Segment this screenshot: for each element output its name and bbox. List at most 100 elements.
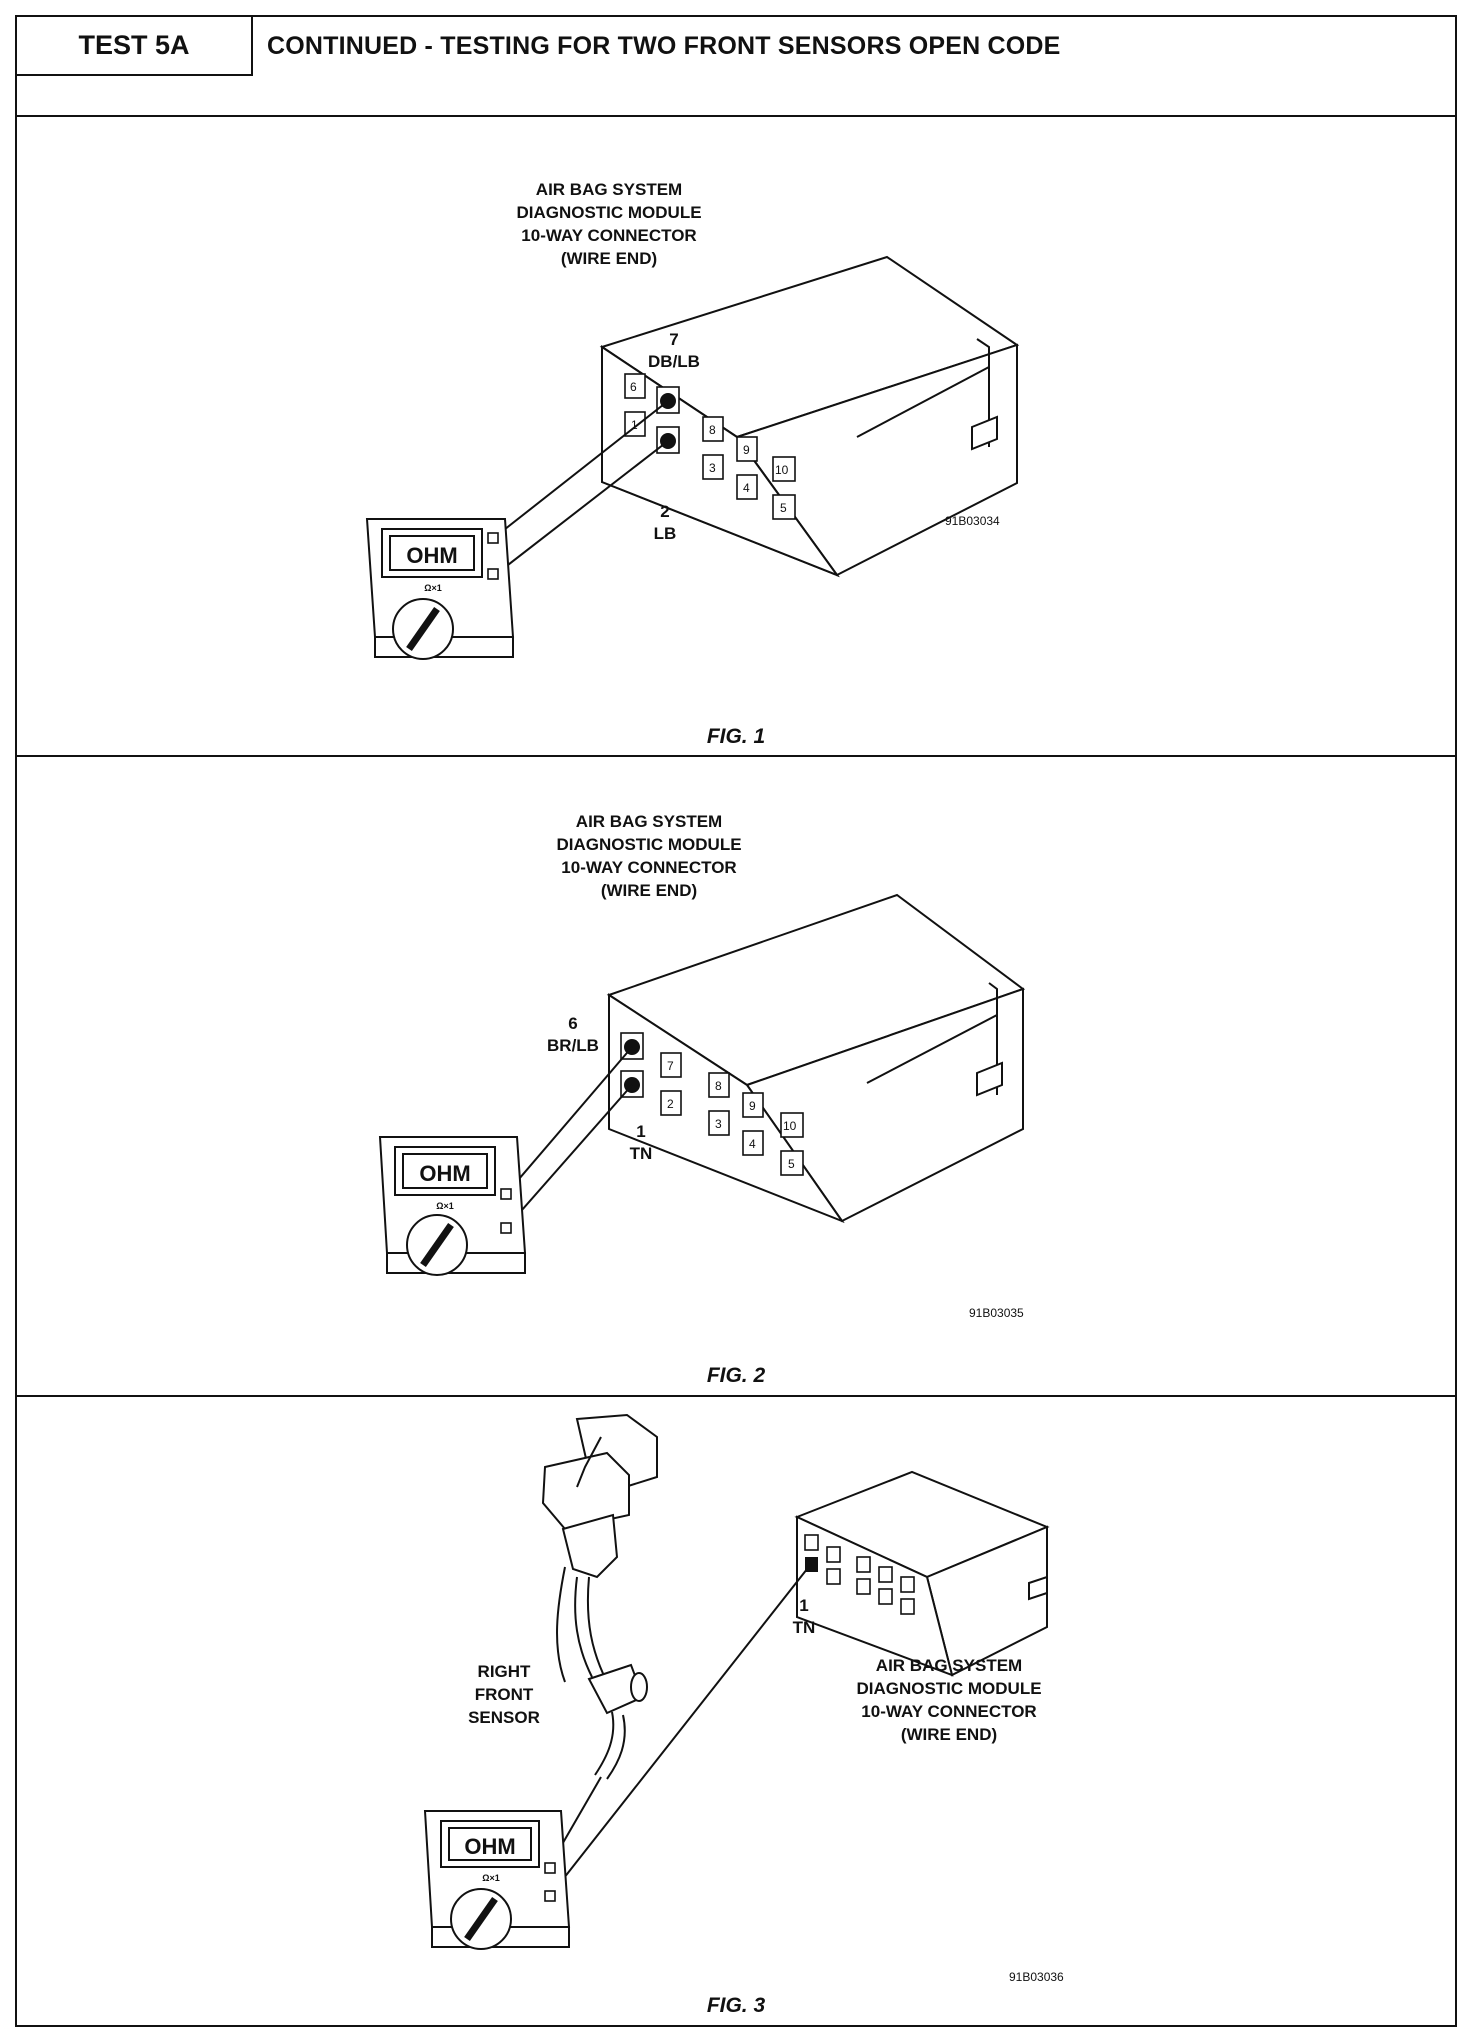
svg-text:10: 10 xyxy=(775,463,789,477)
right-front-sensor xyxy=(541,1413,658,1780)
figure-caption: FIG. 3 xyxy=(707,1994,766,2017)
svg-text:7: 7 xyxy=(667,1059,674,1073)
pin-cavity-9 xyxy=(742,1092,764,1118)
pin-b-number: 2 xyxy=(660,502,669,521)
connector-label-line-2: DIAGNOSTIC MODULE xyxy=(556,835,741,854)
meter-jack-1 xyxy=(544,1862,556,1874)
test-lead-b xyxy=(494,440,669,576)
figure-3-panel: RIGHT FRONT SENSOR 1 TN xyxy=(17,1397,1455,2027)
sensor-label-line-3: SENSOR xyxy=(468,1708,540,1727)
pin-cavity-10 xyxy=(772,456,796,482)
connector-label-line-3: 10-WAY CONNECTOR xyxy=(861,1702,1036,1721)
connector-label-line-1: AIR BAG SYSTEM xyxy=(576,812,722,831)
svg-text:8: 8 xyxy=(715,1079,722,1093)
latch-tab xyxy=(971,415,998,451)
pin-cavity-4 xyxy=(878,1588,893,1605)
pin-cavity-3 xyxy=(856,1578,871,1595)
pin-b-number: 1 xyxy=(799,1596,808,1615)
connector-label-line-2: DIAGNOSTIC MODULE xyxy=(516,203,701,222)
svg-text:9: 9 xyxy=(743,443,750,457)
test-lead-b xyxy=(506,1084,633,1228)
ohmmeter: OHM Ω×1 xyxy=(378,1136,527,1276)
header-row: TEST 5A CONTINUED - TESTING FOR TWO FRON… xyxy=(17,17,1455,117)
meter-range-label: Ω×1 xyxy=(436,1201,453,1211)
meter-range-label: Ω×1 xyxy=(482,1873,499,1883)
pin-cavity-2 xyxy=(660,1090,682,1116)
pin-a-color: DB/LB xyxy=(648,352,700,371)
connector-label-line-2: DIAGNOSTIC MODULE xyxy=(856,1679,1041,1698)
pin-cavity-3 xyxy=(702,454,724,480)
pin-cavity-8 xyxy=(708,1072,730,1098)
latch-tab xyxy=(1028,1575,1048,1601)
svg-text:3: 3 xyxy=(709,461,716,475)
svg-text:10: 10 xyxy=(783,1119,797,1133)
connector-label-line-3: 10-WAY CONNECTOR xyxy=(521,226,696,245)
latch-tab xyxy=(976,1061,1003,1097)
pin-cavity-5 xyxy=(772,494,796,520)
page-title: CONTINUED - TESTING FOR TWO FRONT SENSOR… xyxy=(267,32,1061,60)
ohmmeter: OHM Ω×1 xyxy=(423,1810,571,1950)
ten-way-connector: 7 2 8 3 9 4 10 5 xyxy=(606,893,1026,1224)
pin-cavity-10 xyxy=(780,1112,804,1138)
pin-a-number: 7 xyxy=(669,330,678,349)
meter-jack-1 xyxy=(487,532,499,544)
pin-a-color: BR/LB xyxy=(547,1036,599,1055)
meter-display-text: OHM xyxy=(406,543,457,568)
pin-b-color: LB xyxy=(654,524,677,543)
illustration-code: 91B03034 xyxy=(945,514,1000,528)
pin-cavity-10 xyxy=(900,1576,915,1593)
svg-text:4: 4 xyxy=(743,481,750,495)
svg-text:6: 6 xyxy=(630,380,637,394)
ohmmeter: OHM Ω×1 xyxy=(365,518,515,660)
svg-text:4: 4 xyxy=(749,1137,756,1151)
meter-jack-1 xyxy=(500,1188,512,1200)
pin-cavity-2 xyxy=(826,1568,841,1585)
figure-caption: FIG. 2 xyxy=(707,1364,766,1387)
figure-1-illustration: AIR BAG SYSTEM DIAGNOSTIC MODULE 10-WAY … xyxy=(365,180,1020,748)
test-lead-b xyxy=(548,1563,812,1898)
pin-cavity-5 xyxy=(780,1150,804,1176)
pin-a-number: 6 xyxy=(568,1014,577,1033)
illustration-code: 91B03036 xyxy=(1009,1970,1064,1984)
figure-2-panel: AIR BAG SYSTEM DIAGNOSTIC MODULE 10-WAY … xyxy=(17,757,1455,1397)
sensor-label-line-2: FRONT xyxy=(475,1685,534,1704)
test-lead-a xyxy=(494,400,669,538)
pin-b-color: TN xyxy=(630,1144,653,1163)
illustration-code: 91B03035 xyxy=(969,1306,1024,1320)
pin-cavity-9 xyxy=(878,1566,893,1583)
svg-text:1: 1 xyxy=(631,418,638,432)
ten-way-connector xyxy=(794,1470,1050,1677)
pin-cavity-7 xyxy=(660,1052,682,1078)
connector-label-line-4: (WIRE END) xyxy=(601,881,697,900)
meter-display-text: OHM xyxy=(464,1834,515,1859)
meter-range-label: Ω×1 xyxy=(424,583,441,593)
pin-cavity-4 xyxy=(736,474,758,500)
pin-cavity-9 xyxy=(736,436,758,462)
connector-label-line-3: 10-WAY CONNECTOR xyxy=(561,858,736,877)
sensor-label-line-1: RIGHT xyxy=(478,1662,532,1681)
pin-cavity-5 xyxy=(900,1598,915,1615)
document-page: TEST 5A CONTINUED - TESTING FOR TWO FRON… xyxy=(15,15,1457,2027)
svg-text:2: 2 xyxy=(667,1097,674,1111)
meter-jack-2 xyxy=(487,568,499,580)
pin-cavity-6 xyxy=(624,373,646,399)
connector-label-line-1: AIR BAG SYSTEM xyxy=(536,180,682,199)
pin-cavity-7 xyxy=(826,1546,841,1563)
pin-cavity-8 xyxy=(856,1556,871,1573)
svg-text:9: 9 xyxy=(749,1099,756,1113)
svg-text:8: 8 xyxy=(709,423,716,437)
meter-jack-2 xyxy=(500,1222,512,1234)
svg-text:3: 3 xyxy=(715,1117,722,1131)
svg-text:5: 5 xyxy=(788,1157,795,1171)
pin-b-number: 1 xyxy=(636,1122,645,1141)
pin-cavity-6 xyxy=(804,1534,819,1551)
pin-cavity-3 xyxy=(708,1110,730,1136)
pin-cavity-4 xyxy=(742,1130,764,1156)
meter-jack-2 xyxy=(544,1890,556,1902)
test-lead-a xyxy=(506,1046,633,1194)
connector-label-line-4: (WIRE END) xyxy=(561,249,657,268)
pin-b-color: TN xyxy=(793,1618,816,1637)
svg-text:5: 5 xyxy=(780,501,787,515)
connector-label-line-1: AIR BAG SYSTEM xyxy=(876,1656,1022,1675)
test-number: TEST 5A xyxy=(17,17,253,76)
